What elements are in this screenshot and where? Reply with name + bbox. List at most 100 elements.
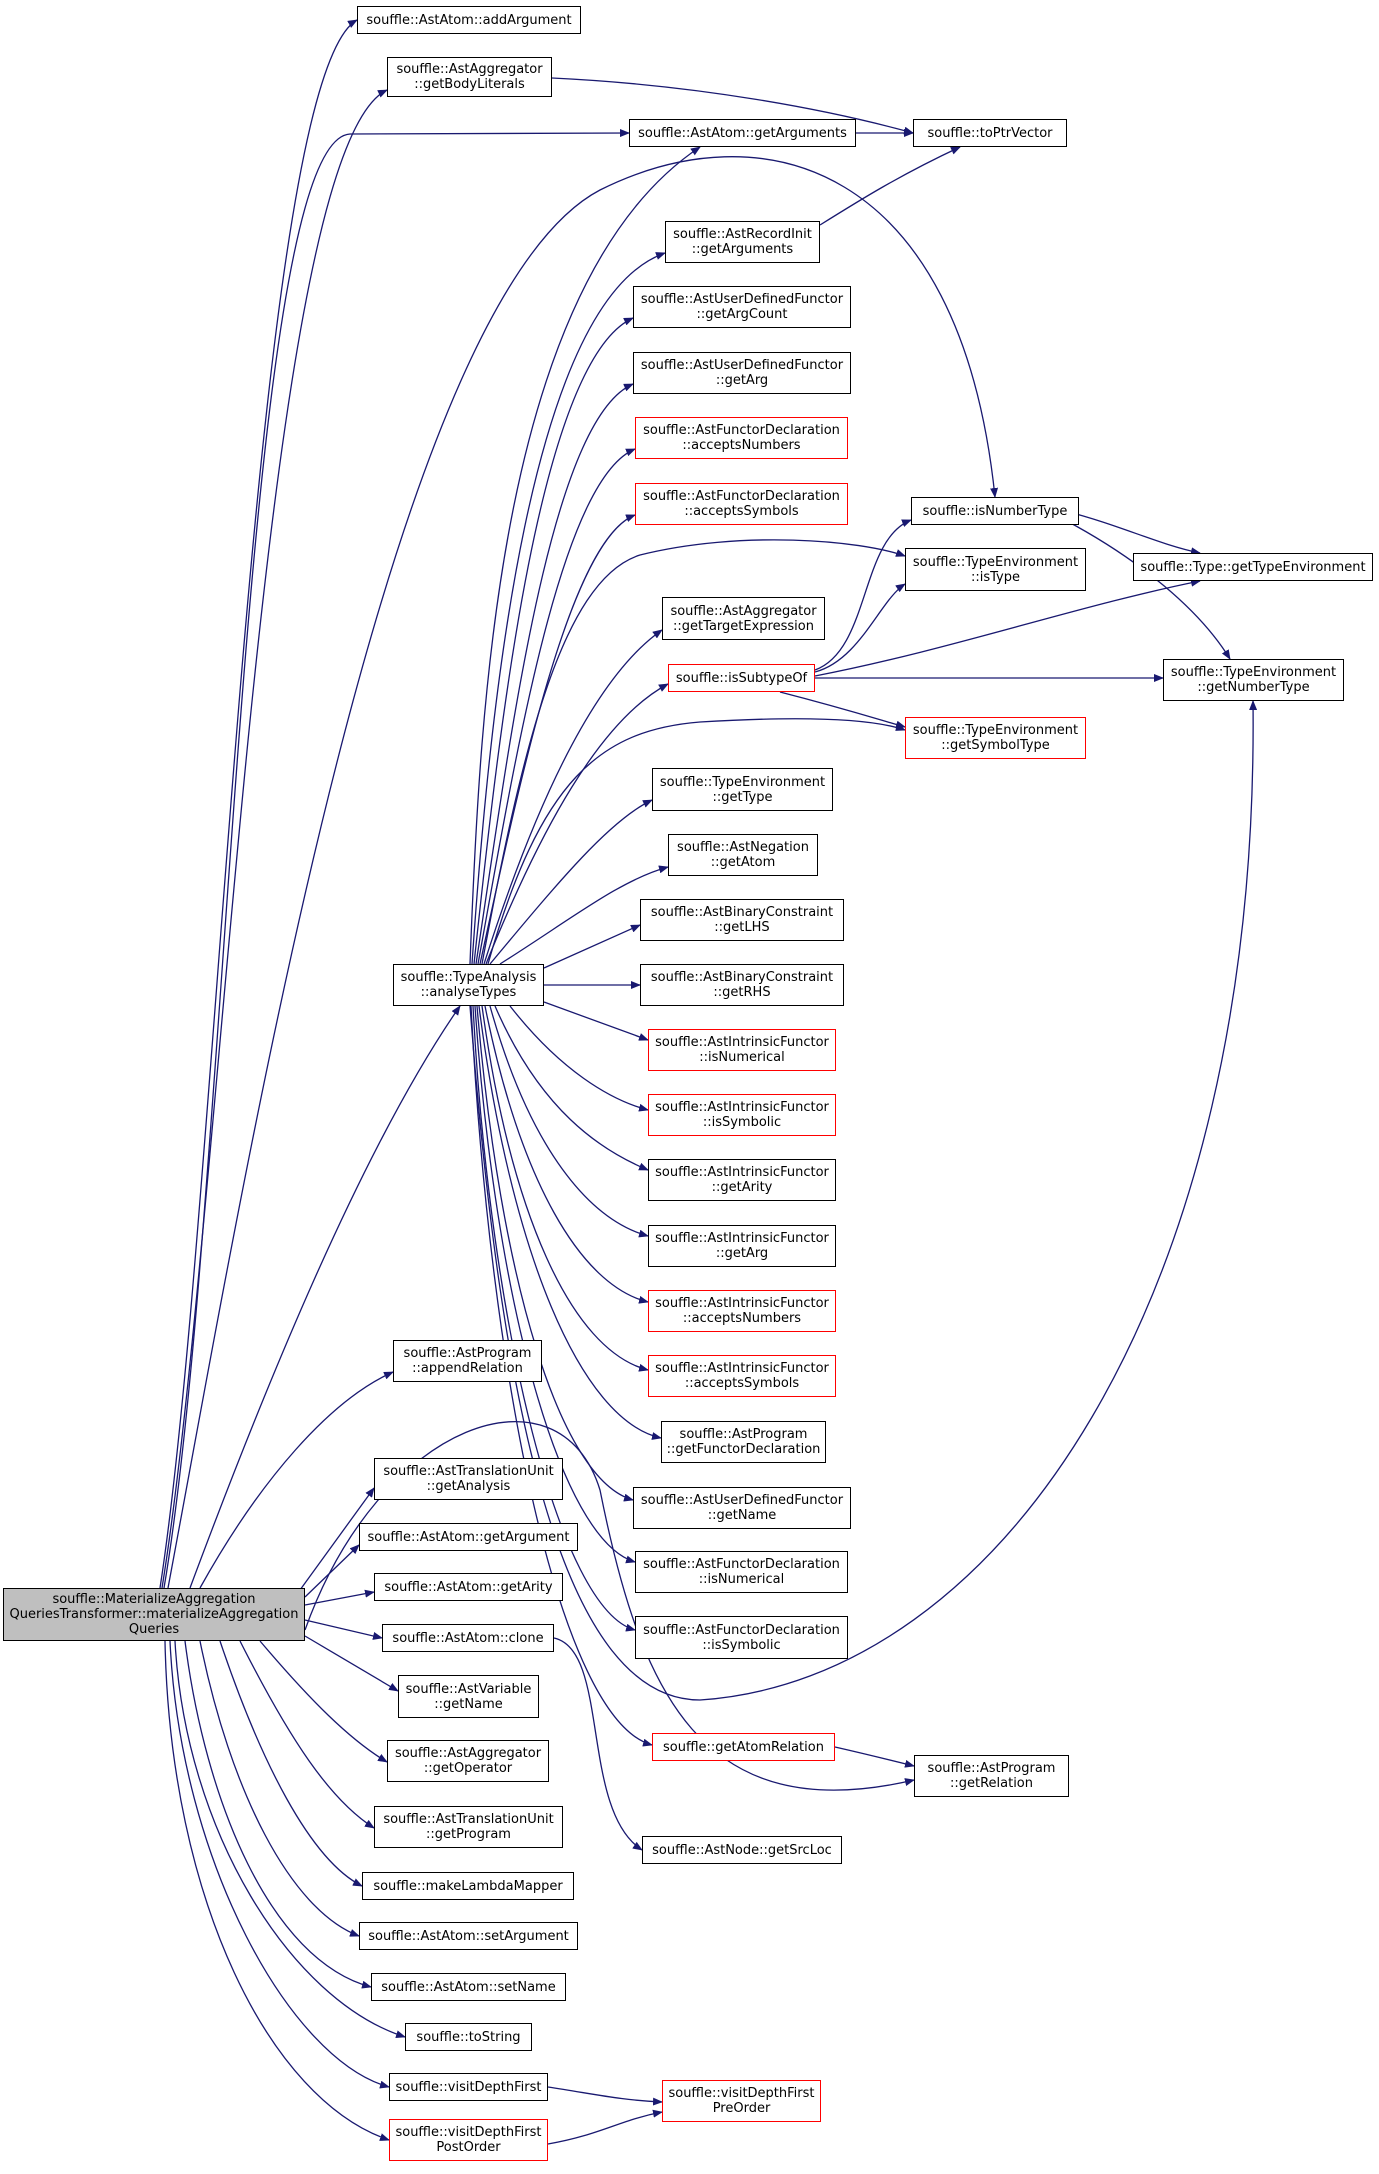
edge-analyseTypes-teGetType xyxy=(489,799,653,965)
node-intrinsic-functor-is-numerical[interactable]: souffle::AstIntrinsicFunctor::isNumerica… xyxy=(648,1029,836,1071)
node-type-analysis-analyse-types[interactable]: souffle::TypeAnalysis::analyseTypes xyxy=(393,964,544,1006)
edge-root-tuGetAnalysis xyxy=(299,1487,375,1591)
node-intrinsic-functor-get-arg[interactable]: souffle::AstIntrinsicFunctor::getArg xyxy=(648,1225,836,1267)
node-type-get-type-environment[interactable]: souffle::Type::getTypeEnvironment xyxy=(1133,553,1373,581)
edge-analyseTypes-ifIsSymbolic xyxy=(509,1005,649,1112)
node-intrinsic-functor-get-arity[interactable]: souffle::AstIntrinsicFunctor::getArity xyxy=(648,1159,836,1201)
node-functor-decl-accepts-numbers[interactable]: souffle::AstFunctorDeclaration::acceptsN… xyxy=(635,417,848,459)
node-translation-unit-get-program[interactable]: souffle::AstTranslationUnit::getProgram xyxy=(374,1806,563,1848)
edge-analyseTypes-udfGetArg xyxy=(475,383,634,965)
node-type-env-get-symbol-type[interactable]: souffle::TypeEnvironment::getSymbolType xyxy=(905,717,1086,759)
node-binary-constraint-get-lhs[interactable]: souffle::AstBinaryConstraint::getLHS xyxy=(640,899,844,941)
node-intrinsic-functor-accepts-numbers[interactable]: souffle::AstIntrinsicFunctor::acceptsNum… xyxy=(648,1290,836,1332)
node-udf-get-arg[interactable]: souffle::AstUserDefinedFunctor::getArg xyxy=(633,352,851,394)
node-is-subtype-of[interactable]: souffle::isSubtypeOf xyxy=(668,664,815,692)
edge-root-toString xyxy=(174,1640,406,2039)
edge-analyseTypes-teGetNumberType xyxy=(469,700,1258,1701)
edge-analyseTypes-ifGetArity xyxy=(494,1005,649,1171)
edge-analyseTypes-getAtomRelation xyxy=(470,1005,653,1747)
node-program-get-functor-declaration[interactable]: souffle::AstProgram::getFunctorDeclarati… xyxy=(661,1421,826,1463)
edge-aggGetBodyLiterals-toPtrVector xyxy=(551,77,914,135)
node-to-ptr-vector[interactable]: souffle::toPtrVector xyxy=(913,119,1067,147)
edge-analyseTypes-atomGetArguments xyxy=(469,146,701,965)
edge-getAtomRelation-progGetRelation xyxy=(834,1746,915,1768)
edge-atomClone-nodeGetSrcLoc xyxy=(553,1637,643,1851)
edge-root-atomSetArgument xyxy=(199,1640,360,1937)
edge-analyseTypes-ifGetArg xyxy=(489,1005,649,1238)
node-visit-depth-first[interactable]: souffle::visitDepthFirst xyxy=(389,2073,548,2101)
edge-root-isNumberType xyxy=(167,156,999,1589)
call-edges xyxy=(159,19,1258,2145)
edge-root-progAppendRelation xyxy=(199,1371,394,1589)
edge-root-tuGetProgram xyxy=(239,1640,375,1829)
edge-root-varGetName xyxy=(304,1635,399,1692)
node-negation-get-atom[interactable]: souffle::AstNegation::getAtom xyxy=(668,834,818,876)
edge-analyseTypes-fdAcceptsSymbols xyxy=(479,514,636,965)
edge-analyseTypes-ifIsNumerical xyxy=(543,1001,649,1041)
edge-recGetArguments-toPtrVector xyxy=(819,146,961,226)
node-functor-decl-accepts-symbols[interactable]: souffle::AstFunctorDeclaration::acceptsS… xyxy=(635,483,848,525)
edge-visitDepthFirstPostOrder-visitDepthFirstPreOrder xyxy=(547,2109,663,2145)
node-binary-constraint-get-rhs[interactable]: souffle::AstBinaryConstraint::getRHS xyxy=(640,964,844,1006)
node-to-string[interactable]: souffle::toString xyxy=(405,2023,532,2051)
edge-isSubtypeOf-teGetSymbolType xyxy=(779,691,906,729)
node-intrinsic-functor-accepts-symbols[interactable]: souffle::AstIntrinsicFunctor::acceptsSym… xyxy=(648,1355,836,1397)
node-program-get-relation[interactable]: souffle::AstProgram::getRelation xyxy=(914,1755,1069,1797)
node-udf-get-arg-count[interactable]: souffle::AstUserDefinedFunctor::getArgCo… xyxy=(633,286,851,328)
edge-analyseTypes-bcGetLHS xyxy=(543,924,641,969)
node-is-number-type[interactable]: souffle::isNumberType xyxy=(911,497,1079,525)
edge-root-makeLambdaMapper xyxy=(219,1640,363,1887)
node-atom-set-argument[interactable]: souffle::AstAtom::setArgument xyxy=(359,1922,578,1950)
edge-analyseTypes-recGetArguments xyxy=(471,252,666,965)
edge-analyseTypes-isSubtypeOf xyxy=(485,683,669,965)
node-node-get-src-loc[interactable]: souffle::AstNode::getSrcLoc xyxy=(642,1836,842,1864)
edge-analyseTypes-ifAcceptsSymbols xyxy=(481,1005,649,1372)
node-variable-get-name[interactable]: souffle::AstVariable::getName xyxy=(398,1675,539,1718)
edge-root-visitDepthFirstPostOrder xyxy=(164,1640,390,2141)
edge-analyseTypes-teIsType xyxy=(481,539,906,965)
node-record-init-get-arguments[interactable]: souffle::AstRecordInit::getArguments xyxy=(665,221,820,263)
node-udf-get-name[interactable]: souffle::AstUserDefinedFunctor::getName xyxy=(633,1487,851,1529)
node-atom-get-arguments[interactable]: souffle::AstAtom::getArguments xyxy=(629,119,856,147)
edge-root-atomGetArgument xyxy=(304,1544,360,1598)
edge-analyseTypes-fdIsNumerical xyxy=(474,1005,636,1564)
node-functor-decl-is-numerical[interactable]: souffle::AstFunctorDeclaration::isNumeri… xyxy=(635,1551,848,1593)
edge-analyseTypes-udfGetName xyxy=(476,1005,634,1502)
edge-isSubtypeOf-isNumberType xyxy=(814,519,912,671)
node-type-env-get-number-type[interactable]: souffle::TypeEnvironment::getNumberType xyxy=(1163,659,1344,701)
node-make-lambda-mapper[interactable]: souffle::makeLambdaMapper xyxy=(362,1872,574,1900)
edge-analyseTypes-teGetSymbolType xyxy=(487,718,906,965)
edge-analyseTypes-progGetFunctorDecl xyxy=(478,1005,662,1440)
edge-root-analyseTypes xyxy=(189,1005,461,1589)
node-type-env-get-type[interactable]: souffle::TypeEnvironment::getType xyxy=(652,768,833,811)
edge-root-visitDepthFirst xyxy=(169,1640,390,2089)
node-atom-clone[interactable]: souffle::AstAtom::clone xyxy=(382,1624,554,1652)
node-atom-set-name[interactable]: souffle::AstAtom::setName xyxy=(371,1973,566,2001)
edge-isSubtypeOf-teIsType xyxy=(814,583,906,673)
node-intrinsic-functor-is-symbolic[interactable]: souffle::AstIntrinsicFunctor::isSymbolic xyxy=(648,1094,836,1136)
node-atom-add-argument[interactable]: souffle::AstAtom::addArgument xyxy=(357,6,581,34)
edge-root-atomGetArguments xyxy=(163,129,630,1589)
edge-isSubtypeOf-typeGetTypeEnv xyxy=(814,578,1201,677)
edge-analyseTypes-udfGetArgCount xyxy=(473,317,634,965)
edge-analyseTypes-ifAcceptsNumbers xyxy=(484,1005,649,1304)
node-functor-decl-is-symbolic[interactable]: souffle::AstFunctorDeclaration::isSymbol… xyxy=(635,1616,848,1659)
node-atom-get-arity[interactable]: souffle::AstAtom::getArity xyxy=(374,1573,563,1601)
edge-analyseTypes-fdAcceptsNumbers xyxy=(477,448,636,965)
node-program-append-relation[interactable]: souffle::AstProgram::appendRelation xyxy=(393,1340,542,1382)
edge-isNumberType-typeGetTypeEnv xyxy=(1064,510,1201,556)
edge-root-atomClone xyxy=(304,1619,383,1640)
node-aggregator-get-target-expression[interactable]: souffle::AstAggregator::getTargetExpress… xyxy=(662,597,825,640)
node-aggregator-get-body-literals[interactable]: souffle::AstAggregator::getBodyLiterals xyxy=(387,57,552,97)
node-translation-unit-get-analysis[interactable]: souffle::AstTranslationUnit::getAnalysis xyxy=(374,1458,563,1500)
node-get-atom-relation[interactable]: souffle::getAtomRelation xyxy=(652,1733,835,1761)
node-aggregator-get-operator[interactable]: souffle::AstAggregator::getOperator xyxy=(387,1740,549,1782)
edge-root-atomGetArity xyxy=(304,1589,375,1606)
node-type-env-is-type[interactable]: souffle::TypeEnvironment::isType xyxy=(905,548,1086,591)
node-atom-get-argument[interactable]: souffle::AstAtom::getArgument xyxy=(359,1523,578,1551)
edge-root-aggGetBodyLiterals xyxy=(161,89,388,1589)
